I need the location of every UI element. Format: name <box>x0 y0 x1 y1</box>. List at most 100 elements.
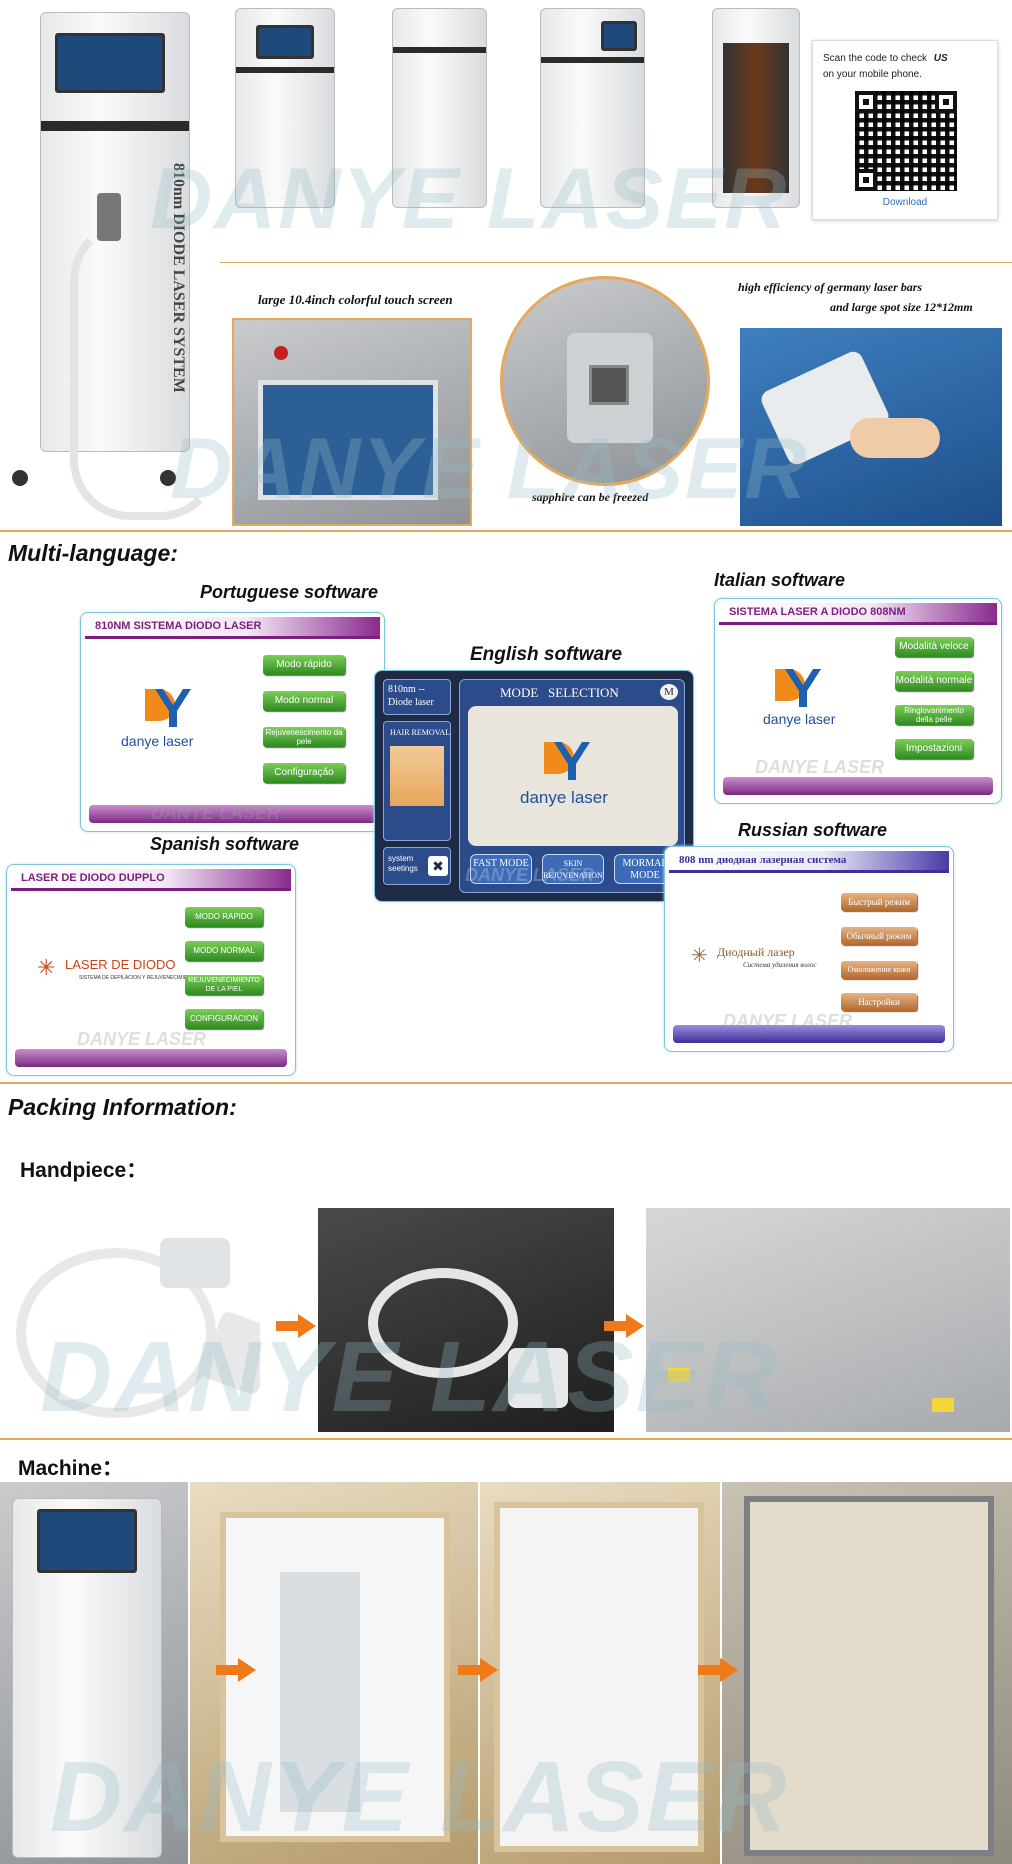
footer-bar <box>15 1049 287 1067</box>
machine-crate-covered-photo <box>480 1482 720 1864</box>
mode-fast-button[interactable]: MODO RAPIDO <box>185 907 263 927</box>
caption-laser-bars-1: high efficiency of germany laser bars <box>738 280 923 294</box>
divider <box>0 1082 1012 1084</box>
banner-title: SISTEMA LASER A DIODO 808NM <box>729 606 906 618</box>
skin-rejuvenation-button[interactable]: REJUVENECIMIENTO DE LA PIEL <box>185 975 263 995</box>
logo-text: LASER DE DIODO <box>65 957 176 972</box>
section-title-packing: Packing Information: <box>8 1094 237 1120</box>
watermark: DANYE LASER <box>77 1029 207 1049</box>
software-panel-english: 810nm -- Diode laser HAIR REMOVAL system… <box>374 670 694 902</box>
system-settings-tile[interactable]: system seetings ✖ <box>383 847 451 885</box>
sapphire-tip-photo <box>500 276 710 486</box>
system-settings-label: system seetings <box>388 854 418 873</box>
banner-title: LASER DE DIODO DUPPLO <box>21 872 165 884</box>
machine-crate-sealed-photo <box>722 1482 1012 1864</box>
wheel <box>12 470 28 486</box>
software-panel-portuguese: 810NM SISTEMA DIODO LASER danye laser Mo… <box>80 612 385 832</box>
caption-spanish: Spanish software <box>150 834 300 854</box>
skin-illustration-icon <box>390 746 444 806</box>
qr-download-link[interactable]: Download <box>882 197 928 208</box>
danye-logo-icon <box>145 689 191 727</box>
skin-rejuvenation-button[interactable]: SKIN REJUVENATION <box>542 854 604 884</box>
qr-scan-text: Scan the code to check <box>823 53 927 64</box>
divider <box>0 530 1012 532</box>
caption-touch-screen: large 10.4inch colorful touch screen <box>258 292 453 307</box>
handpiece-in-case-photo <box>318 1208 614 1432</box>
settings-button[interactable]: Impostazioni <box>895 739 973 759</box>
handpiece-case-closed-photo <box>646 1208 1010 1432</box>
hair-removal-tile[interactable]: HAIR REMOVAL <box>383 721 451 841</box>
wheel <box>160 470 176 486</box>
arrow-right-icon <box>458 1658 498 1682</box>
qr-code-icon[interactable] <box>855 91 957 191</box>
software-panel-spanish: LASER DE DIODO DUPPLO ✳ LASER DE DIODO S… <box>6 864 296 1076</box>
skin-rejuvenation-button[interactable]: Омоложение кожи <box>841 961 917 979</box>
banner-title: 810NM SISTEMA DIODO LASER <box>95 620 262 632</box>
handpiece-unpacked-photo <box>10 1208 260 1436</box>
mode-selection-title: MODE SELECTION <box>500 685 619 700</box>
fast-mode-button[interactable]: FAST MODE <box>470 854 532 884</box>
machine-view-side-2 <box>540 8 645 208</box>
watermark: DANYE LASER <box>723 1011 853 1031</box>
mode-fast-button[interactable]: Быстрый режим <box>841 893 917 911</box>
machine-view-front <box>235 8 335 208</box>
machine-photo <box>0 1482 188 1864</box>
watermark: DANYE LASER <box>755 757 885 777</box>
side-title: 810nm -- Diode laser <box>388 684 434 708</box>
settings-button[interactable]: Настройки <box>841 993 917 1011</box>
logo-text: danye laser <box>520 788 608 807</box>
caption-italian: Italian software <box>714 570 846 590</box>
mode-normal-button[interactable]: Modo normal <box>263 691 345 711</box>
laser-star-icon: ✳ <box>37 955 56 980</box>
caption-laser-bars-2: and large spot size 12*12mm <box>830 300 973 314</box>
handpiece-photo <box>740 328 1002 526</box>
settings-button[interactable]: Configuração <box>263 763 345 783</box>
emergency-stop-icon <box>274 346 288 360</box>
skin-rejuvenation-button[interactable]: Rejuvenescimento da pele <box>263 727 345 747</box>
footer-bar <box>723 777 993 795</box>
m-badge: M <box>660 684 678 700</box>
divider <box>0 1438 1012 1440</box>
caption-russian: Russian software <box>738 820 888 840</box>
mode-normal-button[interactable]: Обычный режим <box>841 927 917 945</box>
handpiece-cable <box>70 220 220 520</box>
footer-bar <box>89 805 376 823</box>
caption-english: English software <box>470 644 623 665</box>
qr-region: US <box>933 53 948 64</box>
footer-bar <box>673 1025 945 1043</box>
arrow-right-icon <box>216 1658 256 1682</box>
touch-screen-photo <box>232 318 472 526</box>
machine-view-back <box>712 8 800 208</box>
mode-fast-button[interactable]: Modalità veloce <box>895 637 973 657</box>
danye-logo-icon <box>775 669 821 707</box>
mode-fast-button[interactable]: Modo rápido <box>263 655 345 675</box>
settings-button[interactable]: CONFIGURACION <box>185 1009 263 1029</box>
caption-portuguese: Portuguese software <box>200 582 379 602</box>
logo-text: danye laser <box>121 733 194 749</box>
watermark: DANYE LASER <box>151 803 281 823</box>
watermark: DANYE LASER <box>465 865 595 885</box>
skin-rejuvenation-button[interactable]: Ringiovanimento della pelle <box>895 705 973 725</box>
logo-text: Диодный лазер <box>717 945 795 959</box>
arrow-right-icon <box>276 1314 316 1338</box>
qr-scan-text-2: on your mobile phone. <box>823 69 922 80</box>
danye-logo-icon <box>544 742 590 780</box>
banner-title: 808 nm диодная лазерная система <box>679 854 847 866</box>
qr-code-box[interactable]: Scan the code to check US on your mobile… <box>812 40 998 220</box>
subsection-title-machine: Machine： <box>18 1457 124 1480</box>
logo-subtitle: Система удаления волос <box>743 961 817 969</box>
laser-star-icon: ✳ <box>691 945 708 967</box>
logo-text: danye laser <box>763 711 836 727</box>
mode-normal-button[interactable]: MODO NORMAL <box>185 941 263 961</box>
section-title-multi-language: Multi-language: <box>8 540 178 566</box>
machine-view-side <box>392 8 487 208</box>
software-panel-russian: 808 nm диодная лазерная система ✳ Диодны… <box>664 846 954 1052</box>
divider <box>220 262 1012 263</box>
hair-removal-label: HAIR REMOVAL <box>390 728 451 737</box>
arrow-right-icon <box>698 1658 738 1682</box>
tools-icon: ✖ <box>428 856 448 876</box>
caption-sapphire: sapphire can be freezed <box>532 490 649 504</box>
arrow-right-icon <box>604 1314 644 1338</box>
logo-subtitle: SISTEMA DE DEPILACION Y REJUVENECIMIENTO <box>79 975 198 981</box>
mode-normal-button[interactable]: Modalità normale <box>895 671 973 691</box>
